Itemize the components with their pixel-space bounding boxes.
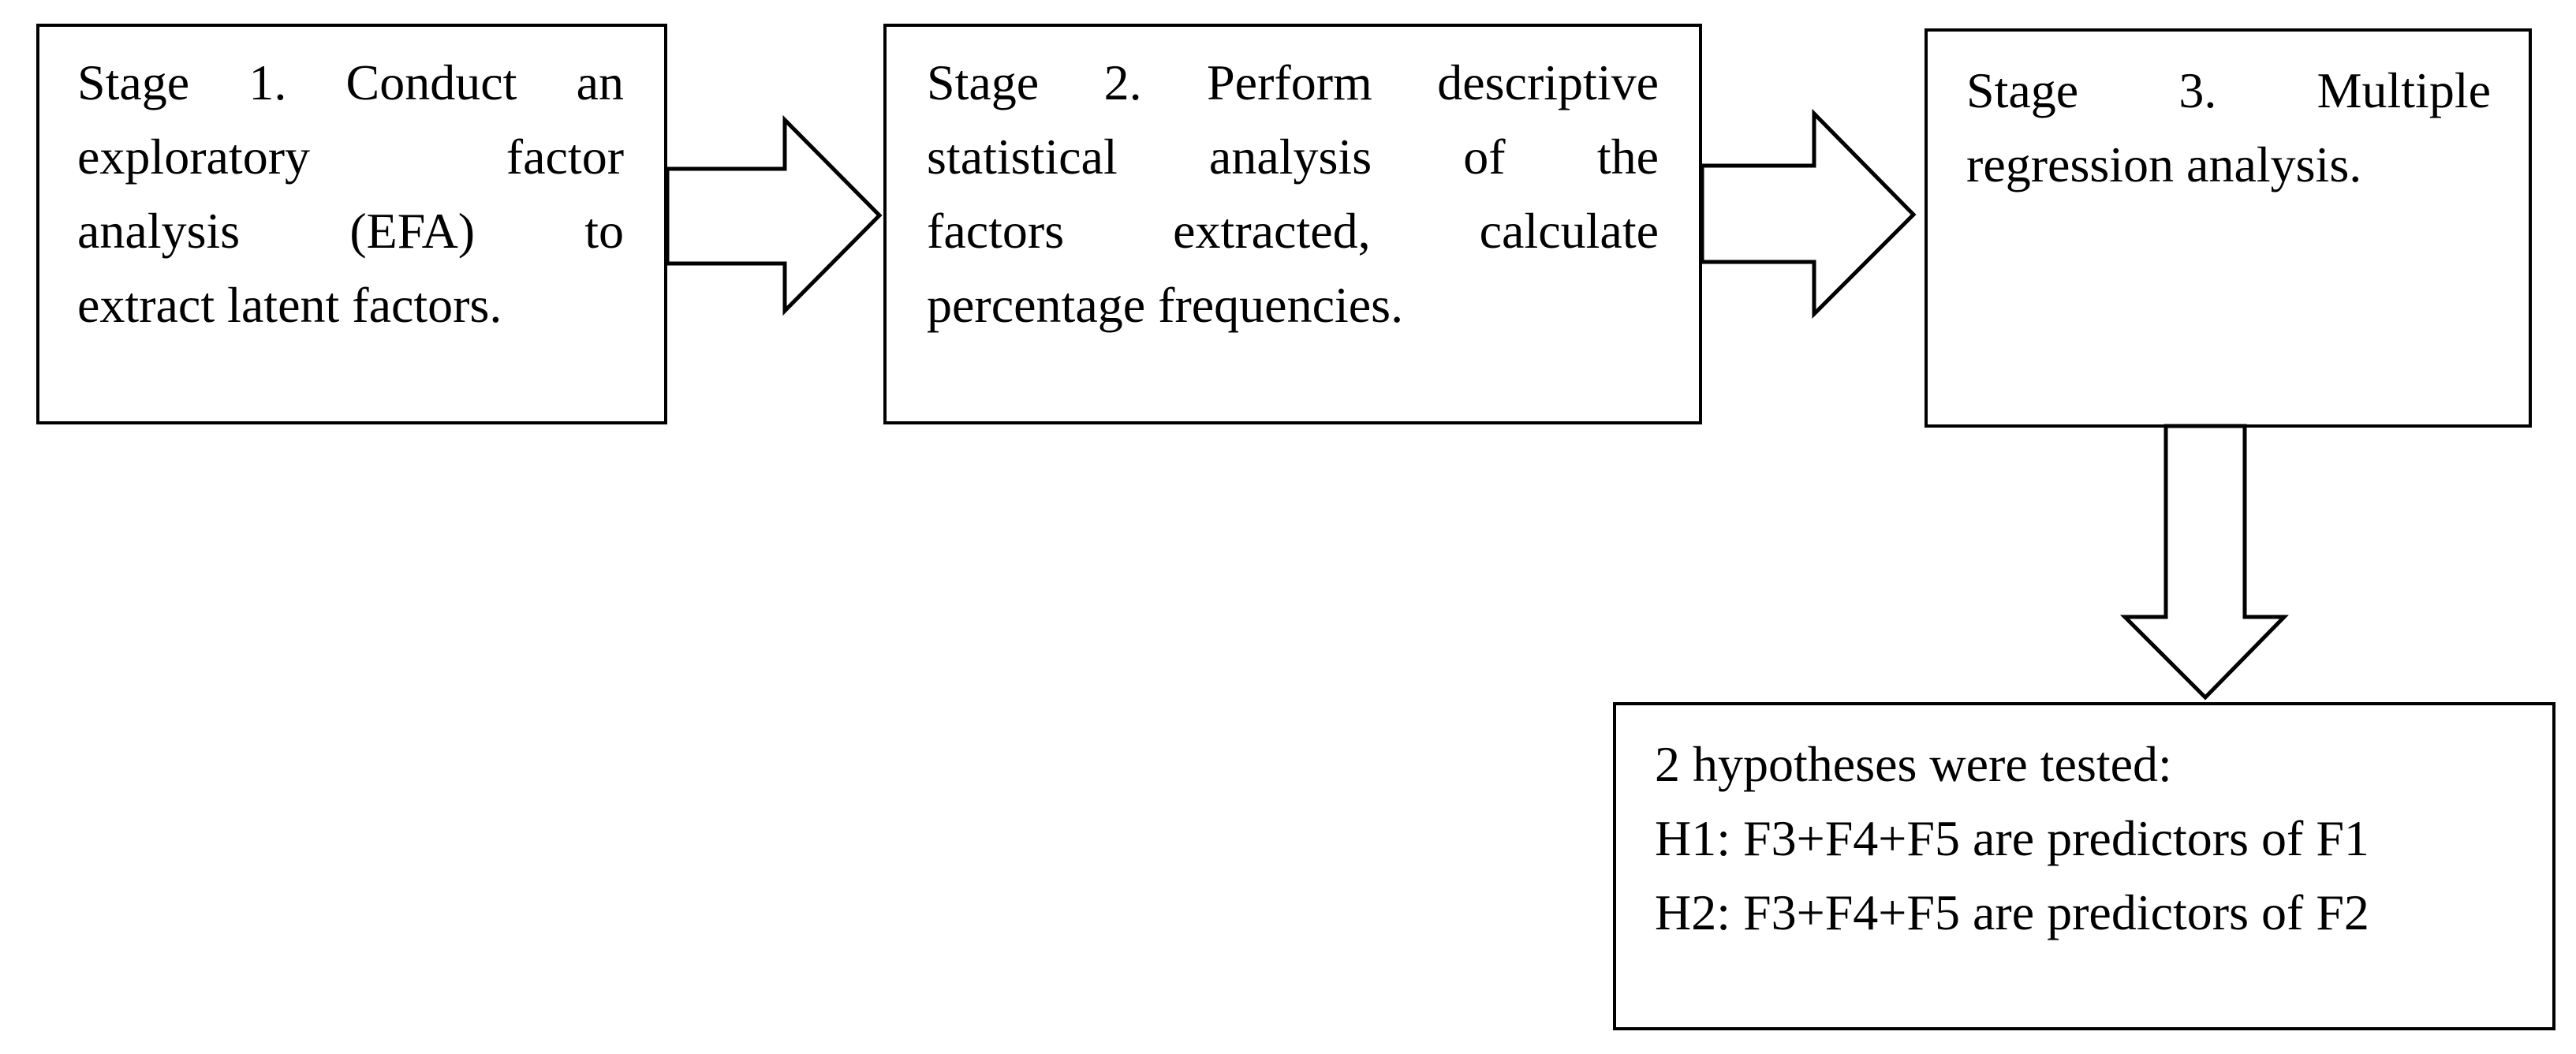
right-arrow-icon (665, 114, 883, 316)
down-arrow-icon (2119, 424, 2289, 701)
stage-3-line-1: Stage 3. Multiple (1966, 62, 2491, 118)
stage-2-box (883, 24, 1702, 424)
hypotheses-line-2: H1: F3+F4+F5 are predictors of F1 (1655, 810, 2369, 866)
stage-1-line-4: extract latent factors. (77, 277, 502, 333)
stage-3-line-2: regression analysis. (1966, 136, 2362, 192)
stage-2-line-2: statistical analysis of the (927, 129, 1659, 185)
stage-1-text: Stage 1. Conduct an exploratory factor a… (77, 46, 624, 342)
stage-2-text: Stage 2. Perform descriptive statistical… (927, 46, 1659, 342)
stage-1-line-2: exploratory factor (77, 129, 624, 185)
hypotheses-line-3: H2: F3+F4+F5 are predictors of F2 (1655, 884, 2369, 940)
stage-3-text: Stage 3. Multiple regression analysis. (1966, 54, 2491, 202)
stage-2-line-1: Stage 2. Perform descriptive (927, 54, 1659, 110)
stage-1-line-1: Stage 1. Conduct an (77, 54, 624, 110)
stage-2-line-4: percentage frequencies. (927, 277, 1404, 333)
hypotheses-text: 2 hypotheses were tested: H1: F3+F4+F5 a… (1655, 727, 2522, 950)
stage-1-box (36, 24, 667, 424)
stage-1-line-3: analysis (EFA) to (77, 203, 624, 259)
stage-2-line-3: factors extracted, calculate (927, 203, 1659, 259)
hypotheses-line-1: 2 hypotheses were tested: (1655, 736, 2172, 792)
right-arrow-icon (1700, 108, 1917, 320)
hypotheses-box (1613, 702, 2555, 1030)
